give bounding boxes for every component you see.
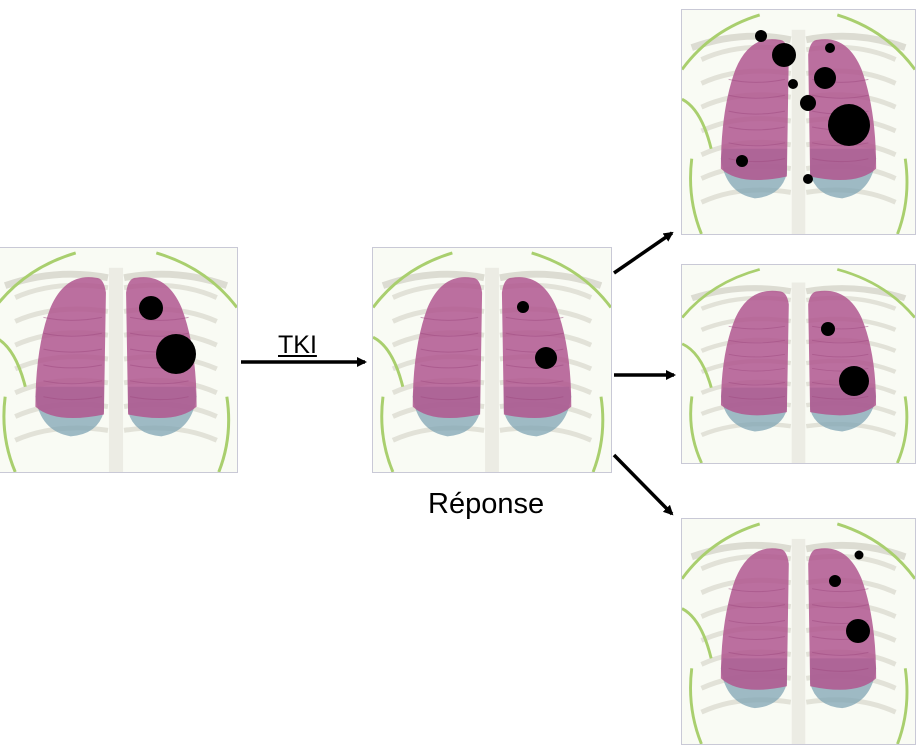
treatment-label: TKI [278,330,317,360]
branch-arrow-down [614,455,672,514]
response-label: Réponse [428,486,544,522]
branch-arrow-up [614,233,672,273]
